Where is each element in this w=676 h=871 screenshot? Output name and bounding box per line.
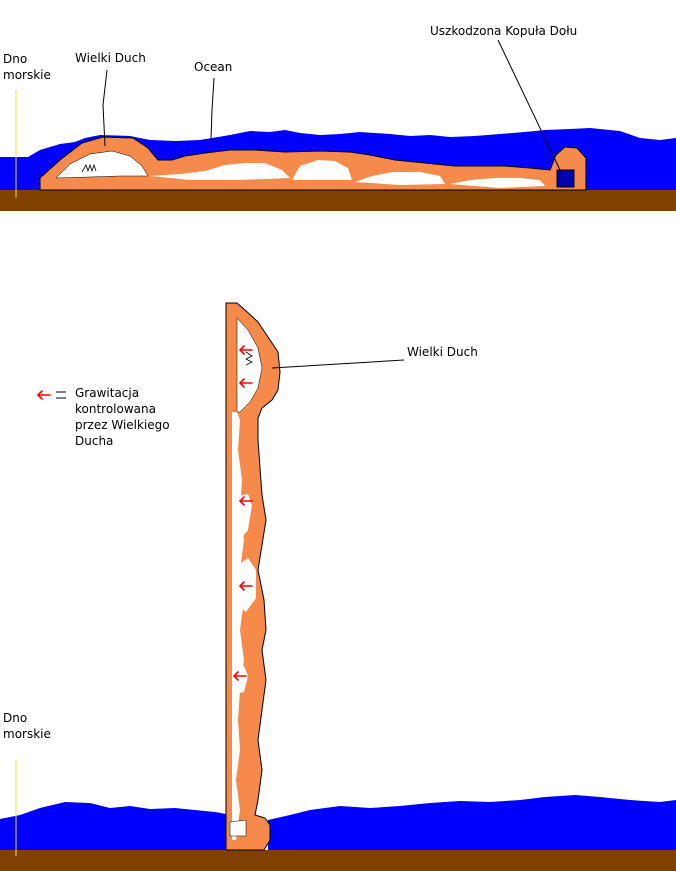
label-damaged-dome: Uszkodzona Kopuła Dołu — [430, 24, 577, 38]
bottom-panel: Grawitacja kontrolowana przez Wielkiego … — [0, 302, 676, 871]
top-panel: Dno morskie Wielki Duch Ocean Uszkodzona… — [0, 24, 676, 211]
label-seabed-top-1: Dno — [3, 52, 27, 66]
great-spirit-cavity-4 — [450, 178, 545, 188]
leader-great-spirit-bottom — [271, 359, 405, 369]
ocean-bottom — [0, 802, 226, 850]
legend-text-1: Grawitacja — [75, 386, 139, 400]
label-ocean: Ocean — [194, 60, 232, 74]
gravity-arrow-3 — [238, 496, 253, 506]
label-great-spirit-bottom: Wielki Duch — [407, 345, 478, 359]
label-great-spirit-top: Wielki Duch — [75, 51, 146, 65]
gravity-arrow-2 — [238, 378, 253, 388]
squiggle-vertical — [245, 351, 253, 366]
leader-great-spirit-top — [102, 69, 108, 147]
legend-text-2: kontrolowana — [75, 402, 156, 416]
gravity-arrow-4 — [238, 581, 253, 591]
leader-damaged-dome — [497, 39, 561, 171]
great-spirit-cavity-main — [55, 150, 149, 179]
great-spirit-cavity-1 — [150, 163, 290, 180]
gravity-arrow-5 — [232, 671, 247, 681]
damaged-dome — [556, 169, 575, 188]
great-spirit-cavity-v1 — [238, 494, 252, 540]
squiggle-top — [81, 163, 97, 173]
seabed-bottom — [0, 850, 676, 871]
legend-text-3: przez Wielkiego — [75, 418, 170, 432]
legend: Grawitacja kontrolowana przez Wielkiego … — [36, 386, 170, 448]
leader-ocean — [210, 77, 215, 141]
legend-text-4: Ducha — [75, 434, 113, 448]
great-spirit-cavity-3 — [355, 172, 445, 185]
great-spirit-head-cavity — [236, 317, 263, 413]
ocean-bottom-right — [268, 795, 676, 850]
seabed-top — [0, 190, 676, 211]
red-arrow-left-icon — [36, 390, 51, 400]
great-spirit-cavity-2 — [292, 160, 352, 180]
gravity-arrow-1 — [238, 345, 253, 355]
label-seabed-bottom-1: Dno — [3, 711, 27, 725]
great-spirit-cavity-v2 — [238, 558, 256, 612]
label-seabed-top-2: morskie — [3, 68, 51, 82]
label-seabed-bottom-2: morskie — [3, 727, 51, 741]
great-spirit-base-cavity — [229, 819, 247, 837]
